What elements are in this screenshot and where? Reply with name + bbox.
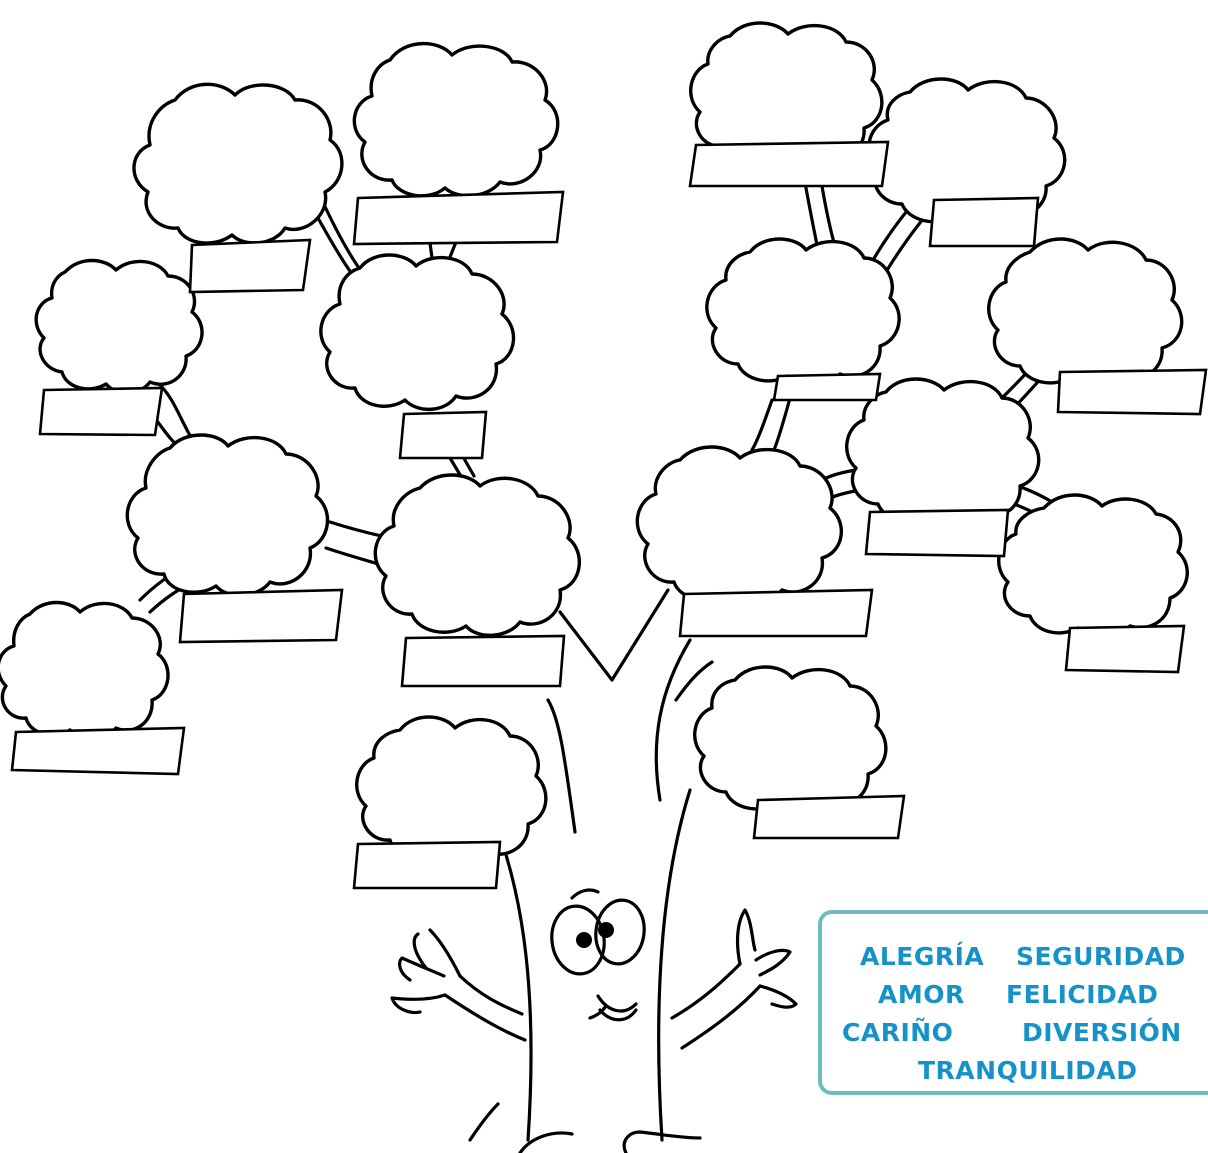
- word-tranquilidad: TRANQUILIDAD: [918, 1056, 1138, 1085]
- name-label-box: [1056, 368, 1208, 416]
- name-label-boxes: [10, 140, 1208, 890]
- word-felicidad: FELICIDAD: [1006, 980, 1159, 1009]
- foliage-cloud: [987, 237, 1184, 390]
- word-carino: CARIÑO: [842, 1018, 954, 1047]
- foliage-cloud: [373, 473, 582, 638]
- tree-face: [550, 888, 646, 1022]
- name-label-box: [688, 140, 890, 188]
- foliage-cloud: [635, 445, 844, 606]
- ground-roots: [518, 1130, 702, 1153]
- tree-trunk: [468, 588, 692, 1142]
- name-label-box: [864, 508, 1010, 558]
- word-amor: AMOR: [878, 980, 965, 1009]
- foliage-cloud: [0, 600, 170, 741]
- word-alegria: ALEGRÍA: [860, 942, 985, 971]
- name-label-box: [352, 840, 502, 890]
- name-label-box: [400, 634, 566, 688]
- tree-arms: [390, 908, 798, 1050]
- right-eye: [594, 898, 646, 966]
- left-pupil: [576, 932, 592, 948]
- foliage-cloud: [355, 715, 548, 865]
- foliage-cloud: [125, 433, 330, 598]
- word-bank-row: TRANQUILIDAD: [838, 1052, 1208, 1090]
- word-bank-row: ALEGRÍA SEGURIDAD: [838, 938, 1208, 976]
- word-bank-row: CARIÑO DIVERSIÓN: [838, 1014, 1208, 1052]
- name-label-box: [772, 372, 882, 402]
- foliage-cloud: [705, 237, 901, 388]
- foliage-clusters: [0, 21, 1189, 865]
- name-label-box: [352, 190, 565, 246]
- name-label-box: [38, 386, 164, 437]
- word-bank-panel: [818, 910, 1208, 1095]
- name-label-box: [178, 588, 344, 644]
- word-bank-row: AMOR FELICIDAD: [838, 976, 1208, 1014]
- word-bank-list: ALEGRÍA SEGURIDAD AMOR FELICIDAD CARIÑO …: [838, 938, 1208, 1090]
- foliage-cloud: [34, 258, 204, 395]
- name-label-box: [678, 588, 874, 638]
- foliage-cloud: [693, 665, 888, 816]
- name-label-box: [928, 196, 1040, 248]
- right-pupil: [598, 922, 614, 938]
- name-label-box: [188, 238, 312, 294]
- name-label-box: [752, 794, 906, 840]
- foliage-cloud: [352, 41, 560, 198]
- foliage-cloud: [132, 82, 344, 245]
- foliage-cloud: [997, 493, 1189, 640]
- word-seguridad: SEGURIDAD: [1016, 942, 1186, 971]
- name-label-box: [10, 726, 186, 776]
- word-diversion: DIVERSIÓN: [1022, 1018, 1182, 1047]
- name-label-box: [398, 410, 488, 460]
- foliage-cloud: [319, 253, 516, 412]
- name-label-box: [1064, 624, 1186, 674]
